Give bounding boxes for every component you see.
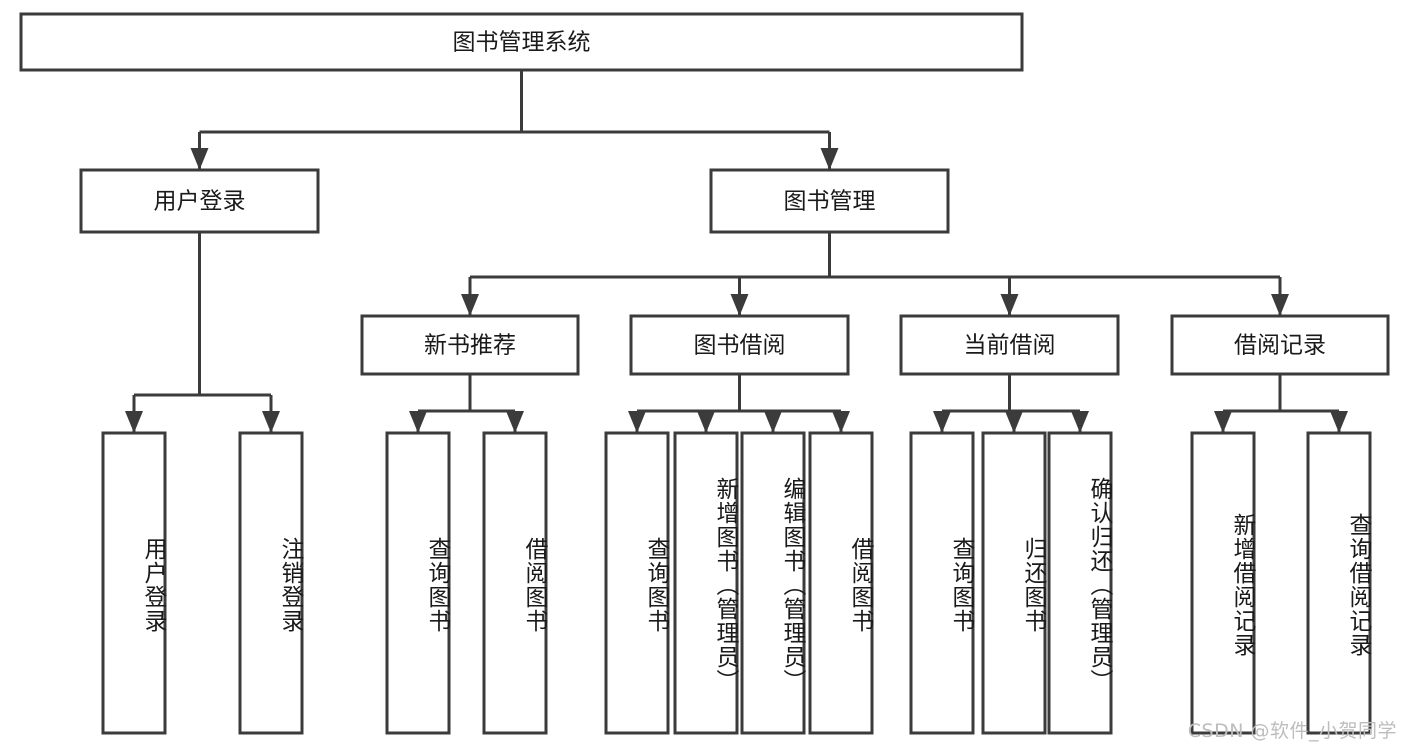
l3-2-arrow-0 <box>933 411 951 433</box>
root-arrow-1 <box>820 148 839 170</box>
node-新书推荐-l3[interactable] <box>360 314 580 376</box>
l3-1-arrow-3 <box>832 411 850 433</box>
leaf-编辑图书管理员-6[interactable] <box>740 431 806 735</box>
leaf-查询借阅记录-12[interactable] <box>1306 431 1372 735</box>
node-当前借阅-l3-label: 当前借阅 <box>964 333 1056 359</box>
leaf-用户登录-0[interactable] <box>101 431 167 735</box>
l3-3-arrow-0 <box>1214 411 1232 433</box>
node-借阅记录-l3[interactable] <box>1170 314 1390 376</box>
l3-2-arrow-2 <box>1071 411 1089 433</box>
leaf-确认归还管理员-10[interactable] <box>1047 431 1113 735</box>
root-arrow-0 <box>190 148 209 170</box>
l3-0-arrow-0 <box>409 411 427 433</box>
l3-2-arrow-1 <box>1005 411 1023 433</box>
leaf-查询图书-4[interactable] <box>604 431 670 735</box>
book-mgmt-arrow-1 <box>730 294 749 316</box>
node-当前借阅-l3[interactable] <box>899 314 1120 376</box>
leaf-借阅图书-3[interactable] <box>482 431 548 735</box>
book-mgmt-arrow-3 <box>1271 294 1289 316</box>
node-新书推荐-l3-label: 新书推荐 <box>424 333 516 359</box>
l3-0-arrow-1 <box>506 411 524 433</box>
node-图书管理系统-root[interactable] <box>19 12 1024 72</box>
node-图书管理-l2-label: 图书管理 <box>784 189 876 215</box>
leaf-新增图书管理员-5[interactable] <box>673 431 739 735</box>
book-mgmt-arrow-2 <box>1000 294 1019 316</box>
node-图书管理系统-root-label: 图书管理系统 <box>453 30 591 56</box>
node-图书管理-l2[interactable] <box>709 168 950 234</box>
leaf-归还图书-9[interactable] <box>981 431 1047 735</box>
csdn-watermark: CSDN @软件_小贺同学 <box>1187 720 1397 742</box>
leaf-注销登录-1[interactable] <box>238 431 304 735</box>
leaf-查询图书-2[interactable] <box>385 431 451 735</box>
node-借阅记录-l3-label: 借阅记录 <box>1234 333 1326 359</box>
l3-1-arrow-1 <box>697 411 715 433</box>
user-login-arrow-1 <box>262 411 280 433</box>
leaf-新增借阅记录-11[interactable] <box>1190 431 1256 735</box>
user-login-arrow-0 <box>125 411 143 433</box>
node-用户登录-l2[interactable] <box>79 168 320 234</box>
leaf-查询图书-8[interactable] <box>909 431 975 735</box>
connector-layer <box>125 70 1348 433</box>
l3-3-arrow-1 <box>1330 411 1348 433</box>
node-用户登录-l2-label: 用户登录 <box>154 189 246 215</box>
node-图书借阅-l3[interactable] <box>629 314 850 376</box>
l3-1-arrow-0 <box>628 411 646 433</box>
l3-1-arrow-2 <box>764 411 782 433</box>
node-图书借阅-l3-label: 图书借阅 <box>694 333 786 359</box>
book-mgmt-arrow-0 <box>461 294 479 316</box>
leaf-借阅图书-7[interactable] <box>808 431 874 735</box>
